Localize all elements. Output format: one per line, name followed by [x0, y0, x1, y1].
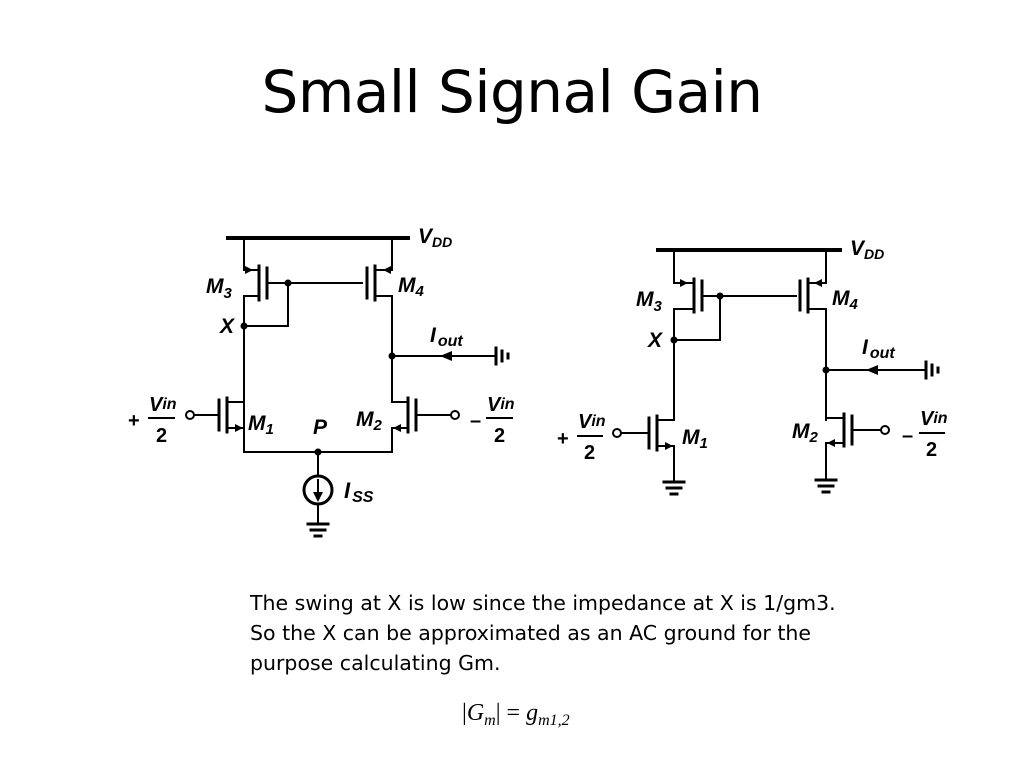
left-m2-label: M2 [356, 408, 383, 434]
left-node-x-label: X [219, 315, 236, 338]
left-vin-right-numerator: Vin [487, 394, 515, 416]
caption-text: The swing at X is low since the impedanc… [250, 588, 970, 678]
left-m4-transistor [365, 237, 393, 403]
left-m1-label: M1 [248, 412, 274, 438]
formula-lhs-var: G [466, 700, 485, 726]
left-vin-plus-sign: + [128, 410, 140, 432]
formula-rhs-var: g [526, 700, 539, 726]
right-vin-right-denominator: 2 [926, 439, 937, 461]
formula-equals: = [506, 700, 521, 726]
left-vin-left-denominator: 2 [156, 425, 167, 447]
left-iout-arrow [440, 351, 452, 361]
right-m1-transistor [612, 414, 686, 496]
left-m3-transistor [243, 237, 363, 453]
right-vin-plus-sign: + [557, 428, 569, 450]
formula-rhs-sub: m1,2 [538, 712, 570, 729]
caption-line-3: purpose calculating Gm. [250, 651, 501, 675]
right-m4-transistor [798, 249, 827, 421]
left-node-p-label: P [313, 416, 328, 439]
right-m1-label: M1 [682, 426, 708, 452]
right-iout-arrow [866, 365, 878, 375]
left-circuit [148, 236, 513, 538]
left-vin-right-denominator: 2 [494, 425, 505, 447]
left-vdd-label: VDD [418, 225, 452, 250]
gm-formula: |Gm| = gm1,2 [462, 700, 570, 729]
right-m4-label: M4 [832, 287, 859, 313]
right-m3-label: M3 [636, 288, 663, 315]
slide-title: Small Signal Gain [261, 58, 763, 126]
left-iss-source [302, 474, 334, 538]
right-vin-right-numerator: Vin [920, 408, 948, 430]
caption-line-2: So the X can be approximated as an AC gr… [250, 621, 812, 645]
left-vin-minus-sign: – [470, 410, 481, 432]
right-vdd-label: VDD [850, 237, 884, 262]
caption-line-1: The swing at X is low since the impedanc… [250, 591, 836, 615]
left-m3-label: M3 [206, 275, 233, 302]
right-m2-transistor [814, 412, 890, 494]
left-vin-left-numerator: Vin [149, 394, 177, 416]
left-m1-transistor [185, 396, 245, 434]
right-circuit [577, 248, 945, 496]
right-vin-minus-sign: – [902, 425, 913, 447]
right-m2-label: M2 [792, 420, 819, 446]
right-vin-left-denominator: 2 [584, 442, 595, 464]
right-m3-transistor [673, 249, 797, 421]
left-m4-label: M4 [398, 274, 425, 300]
formula-lhs-sub: m [484, 712, 496, 729]
left-m2-transistor [391, 396, 460, 453]
right-node-x-label: X [647, 329, 664, 352]
right-vin-left-numerator: Vin [578, 411, 606, 433]
